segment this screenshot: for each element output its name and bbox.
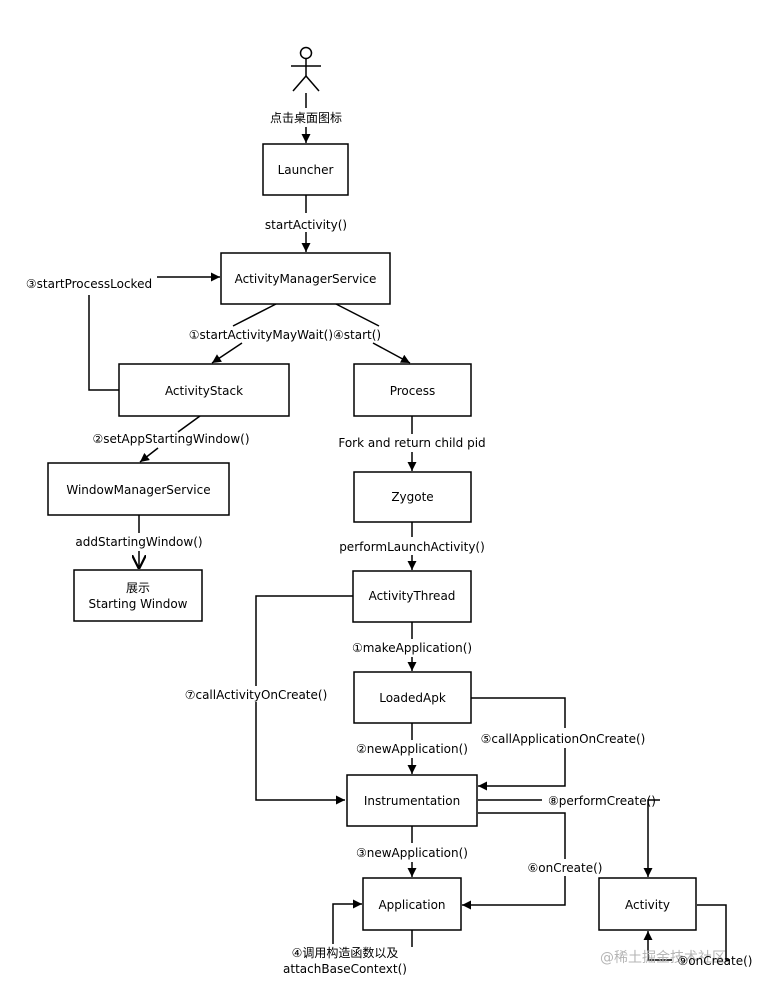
node-activity: Activity: [598, 877, 697, 931]
node-starting-window: 展示 Starting Window: [73, 569, 203, 622]
label-call-application-on-create: ⑤callApplicationOnCreate(): [481, 732, 646, 746]
label-start-activity-may-wait: ①startActivityMayWait(): [189, 328, 333, 342]
label-on-create-9: ⑨onCreate(): [678, 954, 753, 968]
node-launcher: Launcher: [262, 143, 349, 196]
label-start-process-locked: ③startProcessLocked: [26, 277, 152, 291]
edge-self-activity: [643, 931, 672, 961]
label-perform-launch-activity: performLaunchActivity(): [339, 540, 485, 554]
node-process: Process: [353, 363, 472, 417]
label-perform-create: ⑧performCreate(): [548, 794, 656, 808]
node-activity-thread-label: ActivityThread: [369, 589, 456, 603]
node-instrumentation-label: Instrumentation: [364, 794, 460, 808]
edge-stack-up: [88, 295, 119, 391]
edge-to-activity: [643, 799, 660, 877]
edge-to-instrumentation-right: [478, 748, 566, 791]
node-activity-label: Activity: [625, 898, 670, 912]
node-activity-thread: ActivityThread: [352, 570, 472, 623]
node-ams: ActivityManagerService: [220, 252, 391, 305]
node-activity-stack-label: ActivityStack: [165, 384, 243, 398]
edge-activity-self-right: [697, 904, 730, 961]
edge-ams-right-diag: [335, 303, 380, 327]
label-on-create-6: ⑥onCreate(): [528, 861, 603, 875]
label-start-activity: startActivity(): [265, 218, 347, 232]
watermark: @稀土掘金技术社区: [600, 950, 726, 966]
label-constructor-line2: attachBaseContext(): [283, 962, 407, 976]
node-loadedapk: LoadedApk: [353, 671, 472, 724]
label-constructor-line1: ④调用构造函数以及: [292, 945, 399, 960]
node-starting-window-line1: 展示: [126, 581, 150, 595]
node-starting-window-line2: Starting Window: [89, 597, 188, 611]
node-zygote-label: Zygote: [391, 490, 433, 504]
label-new-application-2: ②newApplication(): [356, 742, 468, 756]
edge-to-stack: [211, 342, 243, 364]
edge-to-wms: [139, 447, 159, 463]
node-loadedapk-label: LoadedApk: [379, 691, 446, 705]
node-instrumentation: Instrumentation: [346, 774, 478, 827]
node-zygote: Zygote: [353, 471, 472, 523]
label-start: ④start(): [333, 328, 381, 342]
label-call-activity-on-create: ⑦callActivityOnCreate(): [185, 688, 328, 702]
label-add-starting-window: addStartingWindow(): [75, 535, 202, 549]
edge-self-application: [332, 899, 362, 944]
node-wms-label: WindowManagerService: [66, 483, 210, 497]
edge-ams-left-diag: [232, 303, 277, 327]
node-ams-label: ActivityManagerService: [235, 272, 377, 286]
node-application: Application: [362, 877, 462, 931]
user-actor-icon: [291, 46, 321, 92]
label-fork: Fork and return child pid: [338, 436, 485, 450]
edge-loadedapk-right: [471, 697, 566, 728]
edge-oncreate-6-up: [478, 812, 566, 859]
edge-to-instrumentation-left: [255, 702, 345, 805]
node-process-label: Process: [390, 384, 436, 398]
node-launcher-label: Launcher: [278, 163, 334, 177]
node-application-label: Application: [378, 898, 445, 912]
node-activity-stack: ActivityStack: [118, 363, 290, 417]
edge-stack-down: [177, 415, 201, 433]
label-new-application-3: ③newApplication(): [356, 846, 468, 860]
node-wms: WindowManagerService: [47, 462, 230, 516]
edge-thread-left: [255, 595, 353, 686]
label-set-app-starting-window: ②setAppStartingWindow(): [92, 432, 249, 446]
edge-to-application-right: [462, 876, 566, 910]
edge-to-process: [372, 342, 411, 364]
edges: [88, 93, 730, 961]
actor-label: 点击桌面图标: [270, 111, 342, 125]
label-make-application: ①makeApplication(): [352, 641, 472, 655]
